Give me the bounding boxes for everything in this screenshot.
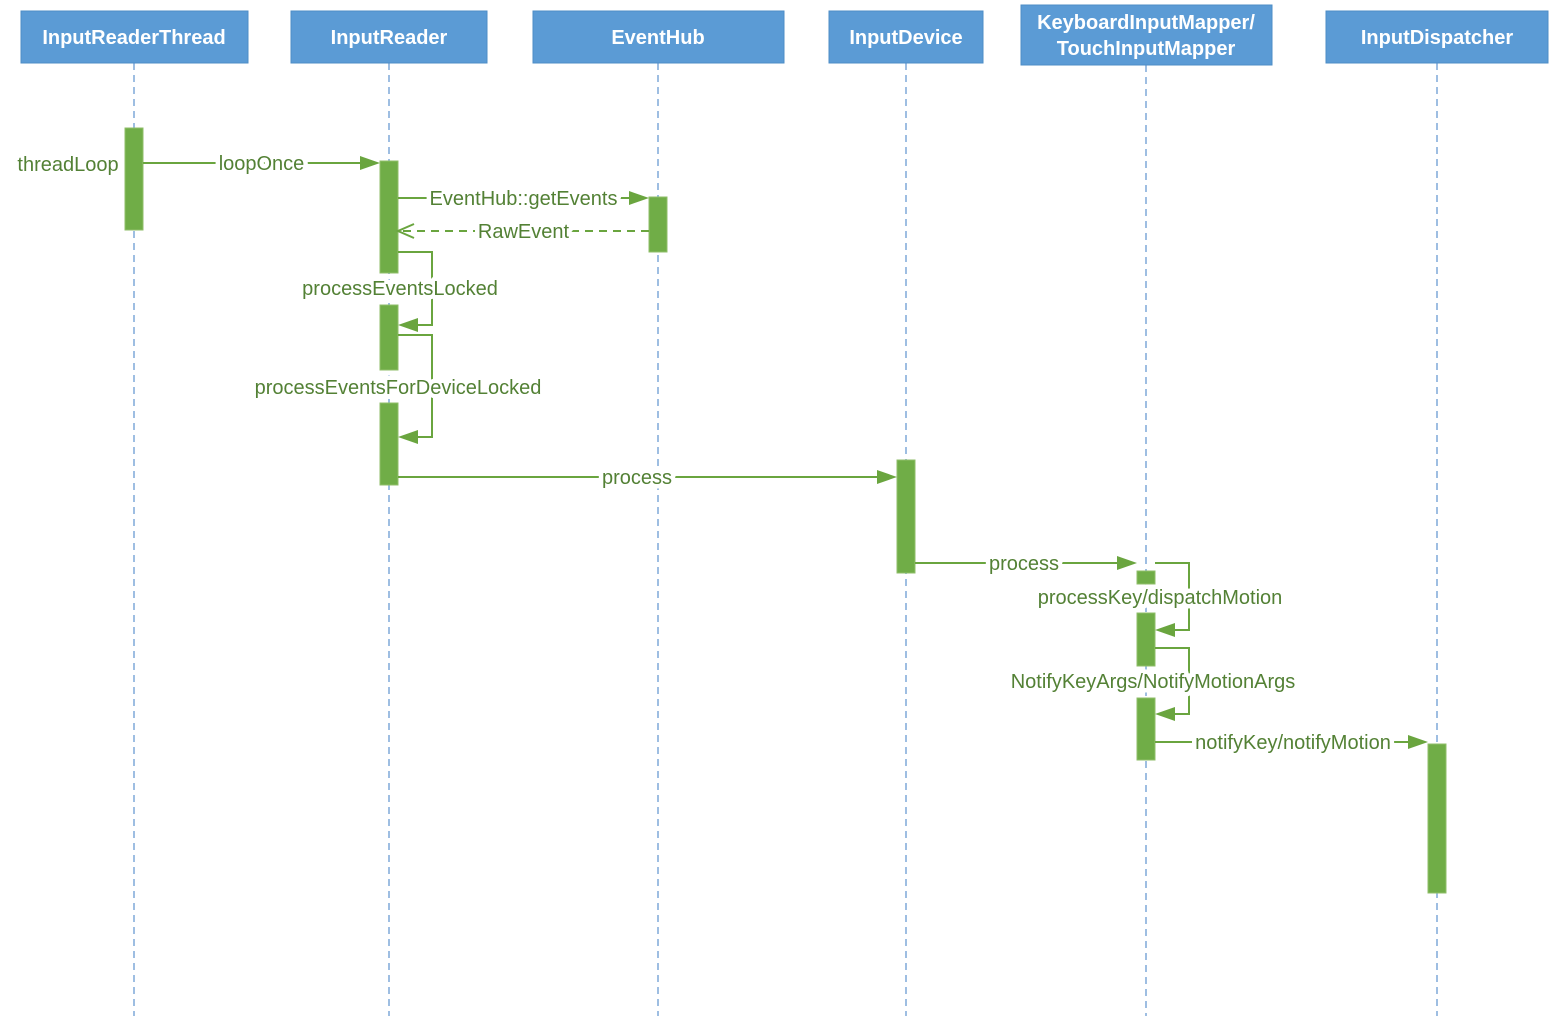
open-arrowhead — [395, 223, 415, 239]
message-label: NotifyKeyArgs/NotifyMotionArgs — [1011, 671, 1296, 693]
participant-box — [1325, 10, 1549, 64]
activation-bar — [1136, 612, 1156, 667]
participant-box — [1020, 4, 1273, 66]
participant-label: KeyboardInputMapper/TouchInputMapper — [1037, 12, 1255, 60]
participant-label: InputDispatcher — [1361, 27, 1513, 49]
activation-bar — [1427, 743, 1447, 894]
message-label: process — [989, 553, 1059, 575]
arrowhead — [398, 430, 418, 444]
arrowhead — [1117, 556, 1137, 570]
participant-label: InputReaderThread — [42, 27, 225, 49]
arrowhead — [1155, 623, 1175, 637]
arrowhead — [629, 191, 649, 205]
participant-box — [290, 10, 488, 64]
activation-bar — [1136, 697, 1156, 761]
self-message-line — [1155, 562, 1190, 631]
message-label: EventHub::getEvents — [430, 188, 618, 210]
self-message-line — [398, 334, 433, 438]
arrowhead — [398, 318, 418, 332]
arrowhead — [360, 156, 380, 170]
message-label: RawEvent — [478, 221, 570, 243]
participant-box — [20, 10, 249, 64]
participant-box — [532, 10, 785, 64]
participant-box — [828, 10, 984, 64]
message-label: notifyKey/notifyMotion — [1195, 732, 1391, 754]
participant-label: InputReader — [331, 27, 448, 49]
activation-bar — [648, 196, 668, 253]
arrowhead — [877, 470, 897, 484]
participant-label: EventHub — [611, 27, 704, 49]
activation-bar — [379, 304, 399, 371]
message-label: threadLoop — [17, 154, 118, 176]
arrowhead — [1155, 707, 1175, 721]
activation-bar — [379, 402, 399, 486]
self-message-line — [1155, 647, 1190, 715]
activation-bar — [1136, 570, 1156, 585]
message-label: process — [602, 467, 672, 489]
arrowhead — [1408, 735, 1428, 749]
message-label: processKey/dispatchMotion — [1038, 587, 1283, 609]
activation-bar — [896, 459, 916, 574]
self-message-line — [398, 251, 433, 326]
message-label: processEventsLocked — [302, 278, 498, 300]
activation-bar — [124, 127, 144, 231]
participant-label: InputDevice — [849, 27, 962, 49]
activation-bar — [379, 160, 399, 274]
message-label: loopOnce — [219, 153, 305, 175]
message-label: processEventsForDeviceLocked — [255, 377, 542, 399]
